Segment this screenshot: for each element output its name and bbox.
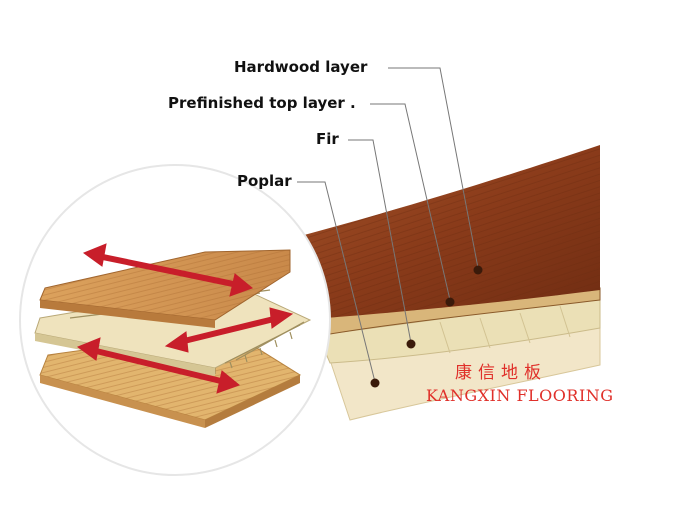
callout-dot-icon xyxy=(370,265,483,388)
hardwood-layer-label: Hardwood layer xyxy=(234,58,368,76)
brand-chinese: 康信地板 xyxy=(455,363,547,383)
double-headed-arrow-icon xyxy=(164,307,294,353)
double-headed-arrow-icon xyxy=(76,337,240,394)
leader-lines xyxy=(297,67,479,383)
fir-strips xyxy=(439,305,571,354)
prefinished-top-layer-label: Prefinished top layer . xyxy=(168,94,356,112)
fir-label: Fir xyxy=(316,130,339,148)
double-headed-arrow-icon xyxy=(82,243,253,297)
hardwood-grain xyxy=(285,145,600,320)
poplar-label: Poplar xyxy=(237,172,292,190)
brand-english: KANGXIN FLOORING xyxy=(426,386,614,405)
